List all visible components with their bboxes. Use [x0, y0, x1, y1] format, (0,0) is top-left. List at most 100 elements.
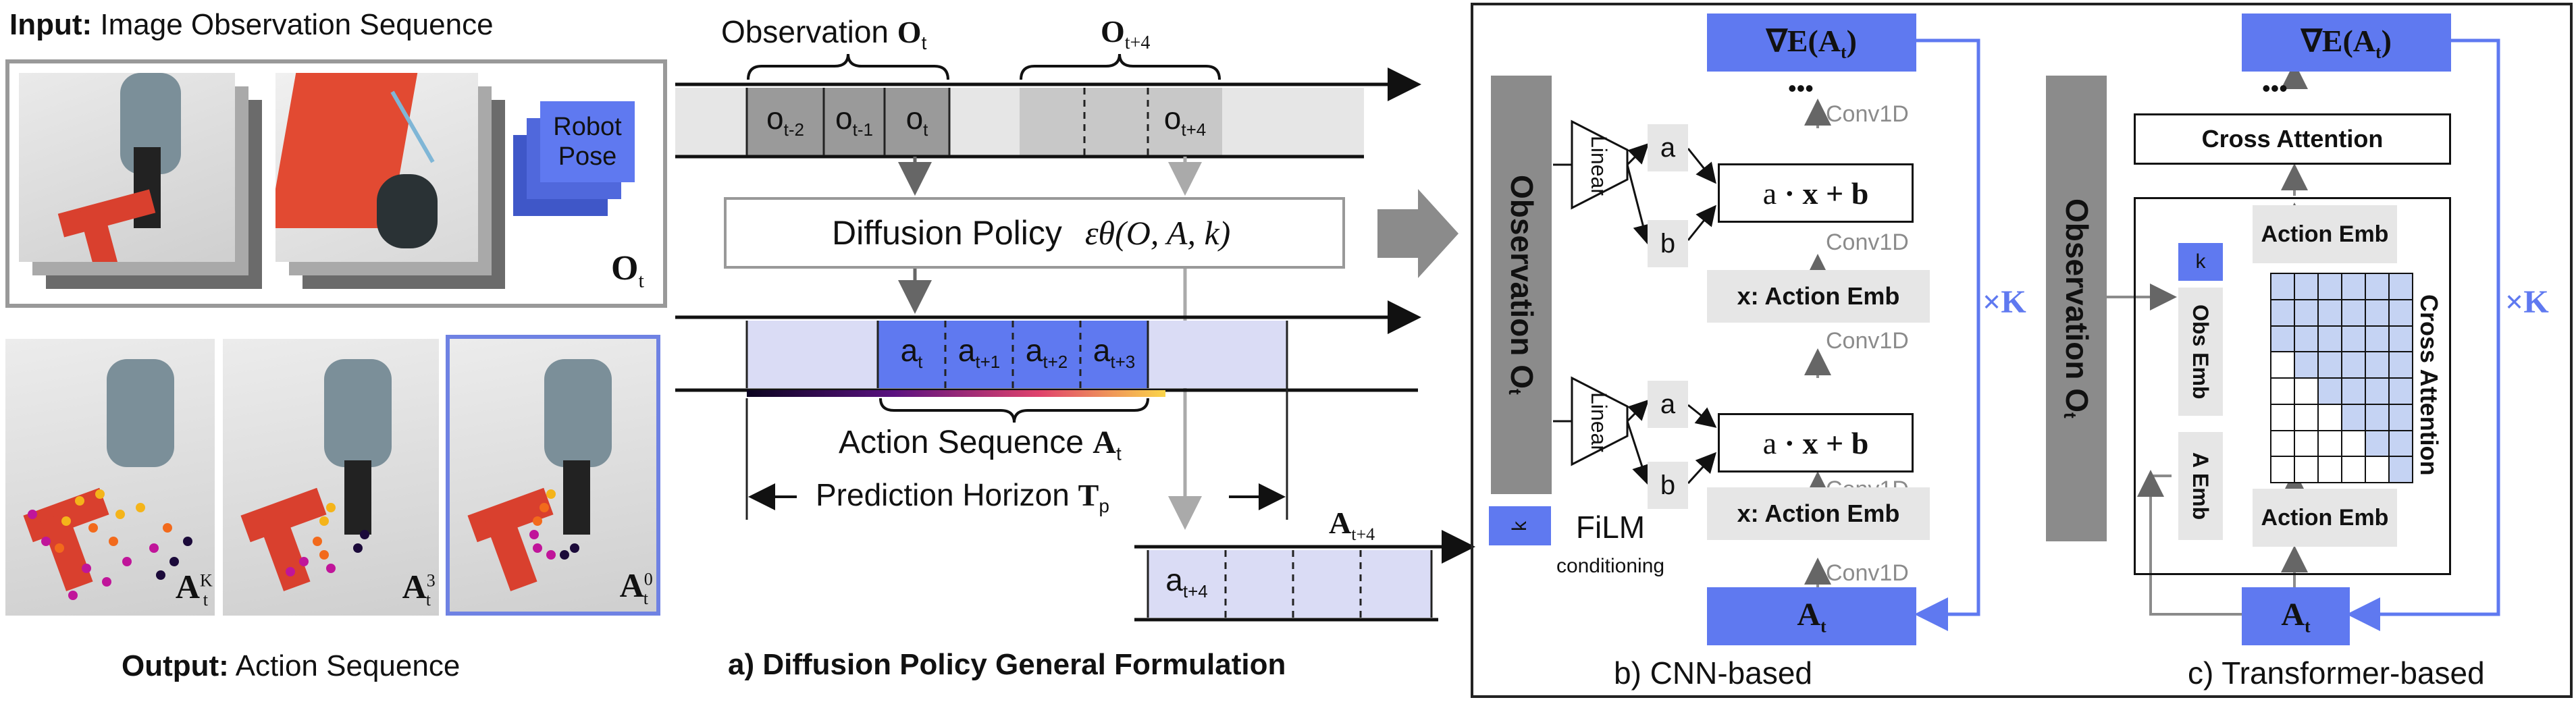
b-b-box-2: b: [1648, 462, 1688, 509]
b-action-emb-1: x: Action Emb: [1707, 270, 1930, 323]
obs-symbol: Ot: [611, 249, 644, 292]
mask-cell: [2317, 351, 2342, 379]
input-text: Image Observation Sequence: [100, 8, 494, 41]
mask-cell: [2341, 429, 2366, 458]
mask-cell: [2365, 377, 2390, 405]
mask-cell: [2294, 325, 2319, 353]
c-action-emb-top: Action Emb: [2253, 205, 2397, 263]
a-k-label: AKt: [175, 568, 213, 610]
act-cell-t2: at+2: [1025, 333, 1068, 373]
action-sequence-label: Action Sequence At: [839, 425, 1122, 464]
input-title: Input: Image Observation Sequence: [9, 8, 494, 42]
c-at-box: At: [2242, 587, 2350, 645]
output-bold: Output:: [122, 649, 229, 682]
prediction-horizon-label: Prediction Horizon Tp: [810, 477, 1115, 518]
mask-cell: [2388, 298, 2413, 327]
mask-cell: [2341, 351, 2366, 379]
b-conditioning-label: conditioning: [1556, 555, 1665, 577]
b-conv1d-3: Conv1D: [1826, 328, 1909, 354]
obs-cell-t: ot: [905, 101, 928, 140]
obs-next-label: Ot+4: [1101, 14, 1151, 54]
output-title: Output: Action Sequence: [122, 649, 460, 683]
mask-cell: [2388, 429, 2413, 458]
output-text: Action Sequence: [235, 649, 461, 682]
panel-c-caption: c) Transformer-based: [2188, 655, 2485, 691]
b-linear-2: Linear: [1587, 392, 1611, 452]
diffusion-policy-box: [724, 197, 1345, 269]
b-k-box: k: [1489, 506, 1551, 545]
b-observation-label: Observation Ot: [1504, 175, 1540, 395]
obs-cell-t-2: ot-2: [766, 101, 804, 140]
mask-cell: [2365, 403, 2390, 431]
mask-cell: [2317, 403, 2342, 431]
action-image-k: AKt: [5, 339, 215, 616]
a-0-label: A0t: [619, 566, 653, 608]
action-image-3: A3t: [223, 339, 439, 616]
b-dots: •••: [1788, 74, 1814, 102]
c-grad-box: ∇E(At): [2242, 14, 2451, 72]
obs-cell-t4: ot+4: [1163, 101, 1207, 140]
mask-cell: [2270, 377, 2295, 405]
mask-cell: [2365, 273, 2390, 300]
image-stack-2: [275, 73, 505, 289]
mask-cell: [2365, 429, 2390, 458]
mask-cell: [2341, 273, 2366, 300]
robot-pose-label: Robot Pose: [553, 113, 622, 171]
b-action-emb-2: x: Action Emb: [1707, 487, 1930, 540]
b-conv1d-5: Conv1D: [1826, 560, 1909, 586]
b-at-box: At: [1707, 587, 1916, 645]
b-conv1d-1: Conv1D: [1826, 101, 1909, 127]
b-film-box-1: a · x + b: [1718, 163, 1914, 223]
b-a-box-1: a: [1648, 124, 1688, 171]
c-attention-mask: [2270, 273, 2413, 483]
mask-cell: [2365, 325, 2390, 353]
act-cell-t: at: [900, 333, 923, 373]
mask-cell: [2388, 325, 2413, 353]
c-action-emb-bottom: Action Emb: [2253, 489, 2397, 547]
mask-cell: [2388, 273, 2413, 300]
action-scatter-k: [28, 489, 192, 600]
mask-cell: [2317, 325, 2342, 353]
panel-a-caption: a) Diffusion Policy General Formulation: [728, 648, 1286, 681]
mask-cell: [2317, 273, 2342, 300]
action-image-0: A0t: [446, 335, 660, 616]
b-linear-1: Linear: [1587, 135, 1611, 196]
b-a-box-2: a: [1648, 381, 1688, 428]
input-bold: Input:: [9, 8, 93, 41]
mask-cell: [2388, 351, 2413, 379]
observation-label: Observation Ot: [721, 14, 927, 54]
mask-cell: [2270, 325, 2295, 353]
c-observation-label: Observation Ot: [2059, 198, 2095, 418]
act-cell-t1: at+1: [957, 333, 1001, 373]
mask-cell: [2294, 456, 2319, 483]
mask-cell: [2317, 429, 2342, 458]
b-conv1d-2: Conv1D: [1826, 230, 1909, 255]
c-times-k: ×K: [2505, 284, 2549, 320]
act-cell-t3: at+3: [1093, 333, 1136, 373]
mask-cell: [2365, 456, 2390, 483]
mask-cell: [2270, 298, 2295, 327]
c-k-box: k: [2178, 243, 2223, 281]
robot-pose-stack: Robot Pose: [513, 101, 648, 216]
mask-cell: [2341, 325, 2366, 353]
robot-image-1: [19, 73, 235, 262]
mask-cell: [2270, 351, 2295, 379]
c-a-emb: A Emb: [2178, 432, 2223, 540]
mask-cell: [2317, 298, 2342, 327]
mask-cell: [2270, 403, 2295, 431]
b-film-label: FiLM: [1575, 510, 1646, 545]
mask-cell: [2294, 377, 2319, 405]
action-scatter-3: [286, 503, 369, 576]
c-observation-bar: [2046, 76, 2107, 541]
mask-cell: [2294, 273, 2319, 300]
diffusion-policy-label: Diffusion Policy εθ(O, A, k): [832, 214, 1231, 252]
b-observation-bar: [1491, 76, 1552, 494]
mask-cell: [2388, 377, 2413, 405]
mask-cell: [2341, 298, 2366, 327]
b-grad-box: ∇E(At): [1707, 14, 1916, 72]
image-stack-1: [19, 73, 262, 289]
robot-image-2: [275, 73, 478, 262]
mask-cell: [2270, 456, 2295, 483]
c-transformer-box: [2134, 197, 2451, 575]
